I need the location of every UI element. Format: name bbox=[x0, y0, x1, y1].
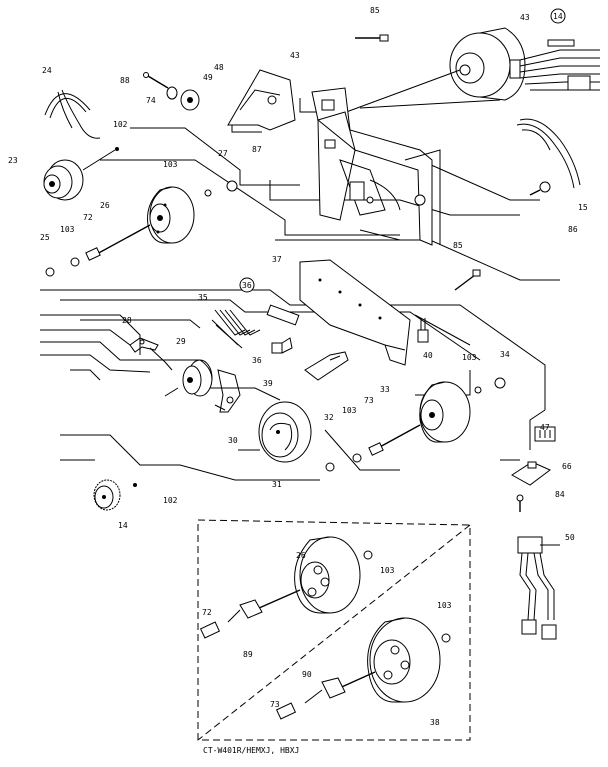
connector-47 bbox=[534, 426, 556, 442]
flywheel-33 bbox=[325, 377, 506, 472]
inset-frame bbox=[197, 519, 471, 741]
label-103c: 103 bbox=[462, 353, 477, 362]
label-15: 15 bbox=[578, 203, 588, 212]
bracket-48 bbox=[227, 69, 296, 133]
label-72b: 72 bbox=[202, 608, 212, 617]
label-40: 40 bbox=[423, 351, 433, 360]
label-26: 26 bbox=[100, 201, 110, 210]
pulley-23 bbox=[43, 147, 119, 201]
label-14-circled: 14 bbox=[553, 12, 563, 21]
model-caption: CT-W401R/HEMXJ, HBXJ bbox=[203, 746, 299, 755]
label-30: 30 bbox=[228, 436, 238, 445]
label-49: 49 bbox=[203, 73, 213, 82]
chassis-bracket bbox=[311, 87, 441, 246]
lever-30 bbox=[214, 369, 241, 413]
label-36: 36 bbox=[252, 356, 262, 365]
label-31: 31 bbox=[272, 480, 282, 489]
label-48: 48 bbox=[214, 63, 224, 72]
label-28: 28 bbox=[122, 316, 132, 325]
label-84: 84 bbox=[555, 490, 565, 499]
wire-15 bbox=[516, 118, 581, 189]
label-102b: 102 bbox=[163, 496, 178, 505]
wire-harness-44 bbox=[519, 39, 600, 91]
label-33: 33 bbox=[380, 385, 390, 394]
label-66: 66 bbox=[562, 462, 572, 471]
label-47: 47 bbox=[540, 423, 550, 432]
label-25: 25 bbox=[40, 233, 50, 242]
label-103b: 103 bbox=[60, 225, 75, 234]
part-labels: 85 43 14 24 88 48 49 74 43 102 23 103 27… bbox=[8, 6, 588, 755]
label-50: 50 bbox=[565, 533, 575, 542]
label-34: 34 bbox=[500, 350, 510, 359]
flywheel-26-upper bbox=[45, 180, 238, 277]
label-24: 24 bbox=[42, 66, 52, 75]
inset-flywheel-26 bbox=[199, 536, 373, 639]
label-102: 102 bbox=[113, 120, 128, 129]
pulley-49-74 bbox=[143, 72, 200, 111]
label-36-circled: 36 bbox=[242, 281, 252, 290]
label-14: 14 bbox=[118, 521, 128, 530]
label-35: 35 bbox=[198, 293, 208, 302]
label-43: 43 bbox=[520, 13, 530, 22]
label-89: 89 bbox=[243, 650, 253, 659]
screw-86 bbox=[529, 181, 551, 196]
label-73b: 73 bbox=[270, 700, 280, 709]
lever-28 bbox=[129, 337, 173, 371]
label-103: 103 bbox=[163, 160, 178, 169]
label-38: 38 bbox=[430, 718, 440, 727]
label-32: 32 bbox=[324, 413, 334, 422]
board-46 bbox=[511, 461, 551, 486]
inset-flywheel-38 bbox=[275, 617, 451, 720]
label-27: 27 bbox=[218, 149, 228, 158]
label-86: 86 bbox=[568, 225, 578, 234]
label-39: 39 bbox=[263, 379, 273, 388]
label-103e: 103 bbox=[380, 566, 395, 575]
label-88: 88 bbox=[120, 76, 130, 85]
spring-35 bbox=[211, 309, 261, 349]
plate-37 bbox=[299, 259, 411, 366]
disk-31 bbox=[258, 401, 312, 463]
reel-29 bbox=[164, 359, 213, 397]
harness-50 bbox=[517, 536, 560, 640]
label-103d: 103 bbox=[342, 406, 357, 415]
head-38-39 bbox=[304, 351, 349, 381]
label-85: 85 bbox=[370, 6, 380, 15]
label-43b: 43 bbox=[290, 51, 300, 60]
label-87: 87 bbox=[252, 145, 262, 154]
belt-24 bbox=[44, 89, 101, 139]
leader-lines bbox=[40, 98, 560, 481]
gear-14 bbox=[93, 479, 137, 511]
label-72: 72 bbox=[83, 213, 93, 222]
head-36 bbox=[266, 304, 300, 354]
connector-40 bbox=[417, 318, 429, 343]
screw-85-mid bbox=[454, 269, 481, 291]
label-74: 74 bbox=[146, 96, 156, 105]
screw-85-top bbox=[355, 34, 389, 42]
label-73: 73 bbox=[364, 396, 374, 405]
motor-assembly bbox=[329, 27, 526, 119]
label-85b: 85 bbox=[453, 241, 463, 250]
label-29: 29 bbox=[176, 337, 186, 346]
label-26b: 26 bbox=[296, 551, 306, 560]
label-90: 90 bbox=[302, 670, 312, 679]
label-23: 23 bbox=[8, 156, 18, 165]
label-37: 37 bbox=[272, 255, 282, 264]
screw-84 bbox=[516, 494, 524, 512]
label-103f: 103 bbox=[437, 601, 452, 610]
